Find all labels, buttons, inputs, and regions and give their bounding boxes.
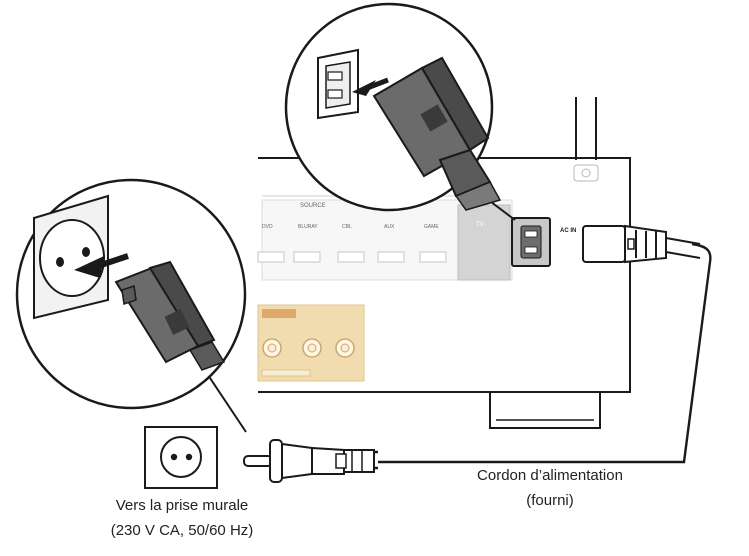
iec-connector-icon — [582, 224, 701, 264]
cord-caption-line2: (fourni) — [526, 492, 574, 509]
antenna-icon — [573, 97, 599, 182]
outlet-caption-line1: Vers la prise murale — [115, 497, 249, 514]
outlet-caption-line2: (230 V CA, 50/60 Hz) — [110, 522, 254, 539]
svg-text:GAME: GAME — [424, 224, 439, 230]
ac-in-label: AC IN — [560, 228, 576, 234]
svg-text:CBL: CBL — [342, 224, 352, 230]
ac-inlet-icon — [511, 217, 551, 267]
svg-text:AUX: AUX — [384, 224, 395, 230]
speaker-terminal-panel — [257, 304, 365, 382]
svg-text:SOURCE: SOURCE — [300, 203, 326, 209]
inlet-magnifier — [284, 2, 516, 221]
power-plug-icon — [243, 439, 375, 483]
outlet-magnifier — [15, 178, 247, 433]
cord-caption-line1: Cordon d’alimentation — [477, 467, 623, 484]
svg-text:DVD: DVD — [262, 224, 273, 230]
svg-text:BLURAY: BLURAY — [298, 224, 318, 230]
receiver-rear-panel: SOURCE DVD BLURAY CBL AUX GAME TV — [257, 97, 631, 429]
svg-text:TV: TV — [476, 222, 484, 228]
wall-socket-icon — [144, 426, 218, 489]
